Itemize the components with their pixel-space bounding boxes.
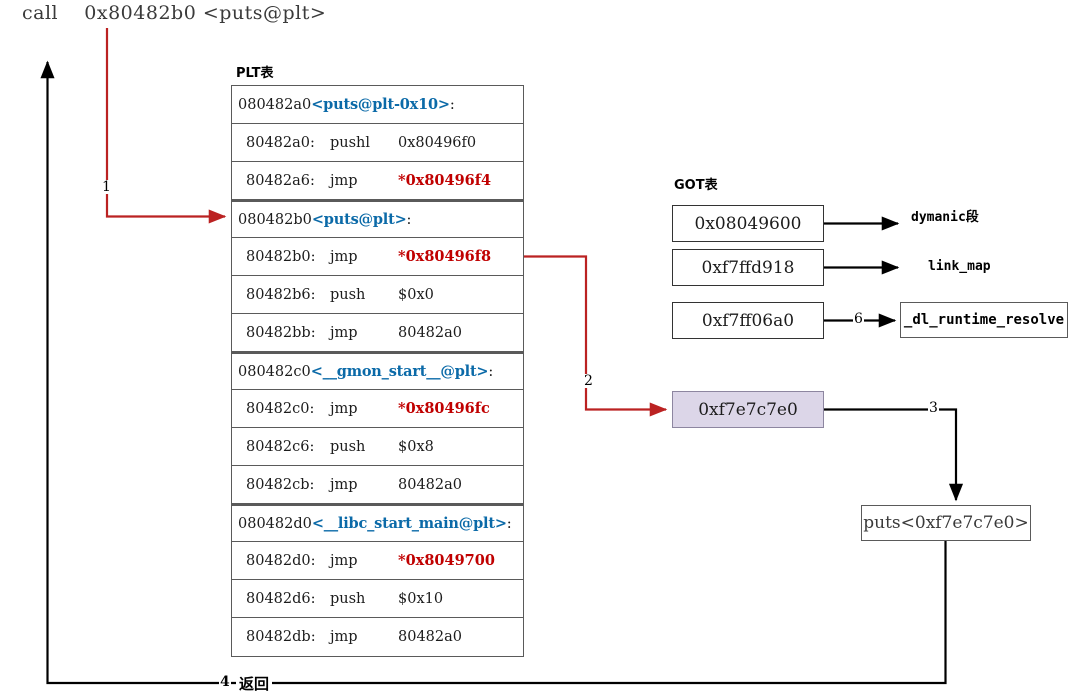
plt-instruction-row[interactable]: 80482bb: jmp 80482a0: [232, 314, 523, 352]
plt-table: 080482a0 <puts@plt-0x10>: 80482a0: pushl 0x…: [231, 85, 524, 657]
got-entry-dl-runtime-resolve[interactable]: 0xf7ff06a0: [672, 302, 824, 339]
plt-instruction-address: 80482d6:: [246, 590, 316, 607]
plt-symbol-address: 080482a0: [238, 96, 312, 113]
dl-runtime-resolve-box[interactable]: _dl_runtime_resolve: [900, 302, 1068, 338]
plt-instruction-mnemonic: jmp: [330, 324, 358, 341]
plt-instruction-mnemonic: push: [330, 438, 366, 455]
plt-instruction-row[interactable]: 80482b0: jmp *0x80496f8: [232, 238, 523, 276]
plt-instruction-address: 80482db:: [246, 629, 316, 645]
got-highlight-to-puts-arrow: [823, 408, 964, 502]
got-table-caption: GOT表: [674, 178, 718, 193]
plt-instruction-address: 80482a0:: [246, 134, 315, 151]
plt-instruction-address: 80482b6:: [246, 286, 316, 303]
plt-instruction-operand: *0x80496f8: [398, 248, 492, 265]
step-label-4: 4: [219, 674, 231, 690]
plt-instruction-operand: $0x8: [398, 438, 434, 455]
call-instruction: call 0x80482b0 <puts@plt>: [22, 2, 327, 24]
step-label-6: 6: [853, 311, 864, 327]
plt-instruction-mnemonic: jmp: [330, 400, 358, 417]
plt-section-header[interactable]: 080482a0 <puts@plt-0x10>:: [232, 86, 523, 124]
label-link-map: link_map: [928, 259, 991, 274]
plt-instruction-operand: 80482a0: [398, 629, 462, 645]
plt-instruction-row[interactable]: 80482b6: push $0x0: [232, 276, 523, 314]
step-label-3: 3: [928, 400, 939, 416]
plt-instruction-operand: *0x80496f4: [398, 172, 492, 189]
plt-symbol-colon: :: [449, 96, 455, 113]
plt-instruction-address: 80482d0:: [246, 552, 316, 569]
plt-instruction-row[interactable]: 80482d0: jmp *0x8049700: [232, 542, 523, 580]
plt-instruction-mnemonic: push: [330, 590, 366, 607]
plt-instruction-row[interactable]: 80482d6: push $0x10: [232, 580, 523, 618]
plt-table-caption: PLT表: [236, 66, 274, 81]
plt-instruction-address: 80482c6:: [246, 438, 315, 455]
plt-instruction-mnemonic: jmp: [330, 629, 358, 645]
plt-instruction-operand: $0x10: [398, 590, 444, 607]
plt-instruction-address: 80482c0:: [246, 400, 315, 417]
plt-instruction-mnemonic: push: [330, 286, 366, 303]
plt-instruction-mnemonic: jmp: [330, 248, 358, 265]
plt-instruction-operand: $0x0: [398, 286, 434, 303]
plt-instruction-mnemonic: jmp: [330, 172, 358, 189]
return-label: 返回: [236, 673, 273, 694]
plt-instruction-row[interactable]: 80482cb: jmp 80482a0: [232, 466, 523, 504]
plt-symbol-colon: :: [506, 515, 512, 532]
plt-section-header[interactable]: 080482c0 <__gmon_start__@plt>:: [232, 352, 523, 390]
plt-instruction-address: 80482b0:: [246, 248, 316, 265]
plt-symbol-address: 080482d0: [238, 515, 312, 532]
plt-instruction-mnemonic: jmp: [330, 476, 358, 493]
plt-instruction-mnemonic: jmp: [330, 552, 358, 569]
plt-instruction-operand: 80482a0: [398, 324, 462, 341]
plt-instruction-address: 80482bb:: [246, 324, 316, 341]
plt-symbol-colon: :: [488, 363, 494, 380]
puts-implementation-box[interactable]: puts<0xf7e7c7e0>: [861, 505, 1031, 541]
plt-section-header[interactable]: 080482b0 <puts@plt>:: [232, 200, 523, 238]
label-dynamic-segment: dymanic段: [911, 210, 979, 225]
plt-section-header[interactable]: 080482d0 <__libc_start_main@plt>:: [232, 504, 523, 542]
plt-instruction-row[interactable]: 80482a0: pushl 0x80496f0: [232, 124, 523, 162]
plt-instruction-operand: *0x8049700: [398, 552, 495, 569]
plt-symbol-address: 080482b0: [238, 211, 312, 228]
plt-instruction-row[interactable]: 80482c6: push $0x8: [232, 428, 523, 466]
plt-to-got-arrow: [524, 255, 668, 417]
step-label-2: 2: [583, 373, 594, 389]
plt-symbol-name: <puts@plt>: [311, 211, 407, 228]
plt-instruction-operand: *0x80496fc: [398, 400, 490, 417]
call-to-plt-arrow: [105, 28, 227, 224]
plt-instruction-operand: 80482a0: [398, 476, 462, 493]
plt-instruction-row[interactable]: 80482a6: jmp *0x80496f4: [232, 162, 523, 200]
plt-symbol-name: <__libc_start_main@plt>: [311, 515, 507, 532]
plt-symbol-name: <__gmon_start__@plt>: [310, 363, 489, 380]
plt-symbol-address: 080482c0: [238, 363, 311, 380]
got-entry-puts-resolved[interactable]: 0xf7e7c7e0: [672, 391, 824, 428]
got-entry-link-map[interactable]: 0xf7ffd918: [672, 249, 824, 286]
plt-instruction-row[interactable]: 80482db: jmp 80482a0: [232, 618, 523, 656]
plt-symbol-colon: :: [406, 211, 412, 228]
got-entry-dynamic[interactable]: 0x08049600: [672, 205, 824, 242]
plt-instruction-mnemonic: pushl: [330, 134, 371, 151]
plt-symbol-name: <puts@plt-0x10>: [311, 96, 450, 113]
plt-instruction-address: 80482a6:: [246, 172, 315, 189]
step-label-1: 1: [101, 179, 112, 195]
plt-instruction-row[interactable]: 80482c0: jmp *0x80496fc: [232, 390, 523, 428]
plt-instruction-operand: 0x80496f0: [398, 134, 477, 151]
plt-instruction-address: 80482cb:: [246, 476, 315, 493]
